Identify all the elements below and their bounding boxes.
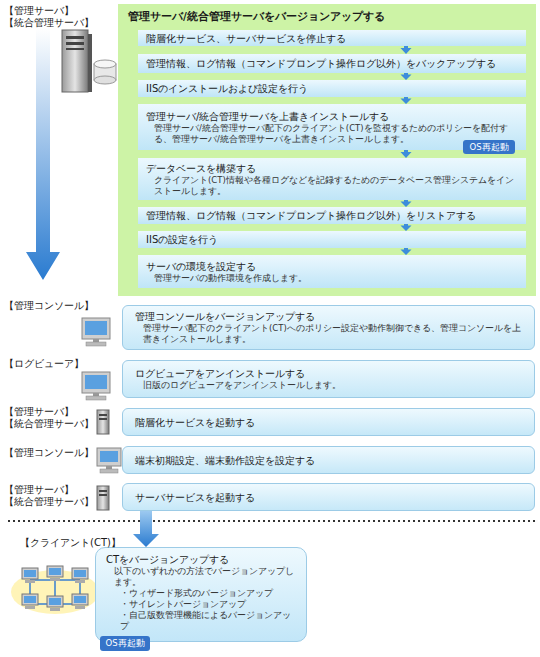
bullet-item: ・自己版数管理機能によるバージョンアップ: [106, 610, 296, 632]
pc-icon: [82, 372, 110, 400]
process-box: 管理サーバ/統合管理サーバを上書きインストールする管理サーバ/統合管理サーバ配下…: [138, 104, 526, 150]
client-network-icon: [11, 566, 99, 614]
process-box: ログビューアをアンインストールする旧版のログビューアをアンインストールします。: [122, 360, 535, 398]
role-label: 【統合管理サーバ】: [4, 496, 94, 508]
role-label: 【管理サーバ】: [4, 5, 74, 17]
process-box: IISの設定を行う: [138, 231, 526, 248]
panel-title: 管理サーバ/統合管理サーバをバージョンアップする: [128, 10, 526, 23]
box-heading: 管理情報、ログ情報（コマンドプロンプト操作ログ以外）をリストアする: [146, 209, 518, 222]
box-heading: ログビューアをアンインストールする: [135, 367, 522, 380]
role-label: 【管理コンソール】: [4, 447, 94, 459]
box-heading: IISの設定を行う: [146, 233, 518, 246]
flow-arrow: [401, 97, 412, 104]
flow-arrow: [401, 200, 412, 207]
badge-text: OS再起動: [105, 638, 144, 649]
process-box: サーバの環境を設定する管理サーバの動作環境を作成します。: [138, 255, 526, 288]
box-body: クライアント(CT)情報や各種ログなどを記録するためのデータベース管理システムを…: [146, 175, 518, 197]
box-body: 以下のいずれかの方法でバージョンアップします。: [106, 566, 296, 588]
box-heading: 階層化サービス、サーバサービスを停止する: [146, 32, 518, 45]
restart-badge: OS再起動: [463, 140, 515, 154]
flow-arrow: [133, 511, 159, 547]
box-heading: 管理コンソールをバージョンアップする: [135, 310, 522, 323]
role-label: 【統合管理サーバ】: [4, 17, 94, 29]
process-box: 管理コンソールをバージョンアップする管理サーバ配下のクライアント(CT)へのポリ…: [122, 305, 535, 350]
box-heading: CTをバージョンアップする: [106, 553, 296, 566]
flow-arrow: [401, 73, 412, 80]
disk-icon: [94, 60, 116, 84]
server-icon: [62, 30, 92, 92]
server-icon: [97, 410, 109, 434]
process-box: 管理情報、ログ情報（コマンドプロンプト操作ログ以外）をバックアップする: [138, 54, 526, 73]
group-panel: 管理サーバ/統合管理サーバをバージョンアップする階層化サービス、サーバサービスを…: [118, 4, 536, 296]
process-box: IISのインストールおよび設定を行う: [138, 80, 526, 97]
process-box: 管理情報、ログ情報（コマンドプロンプト操作ログ以外）をリストアする: [138, 207, 526, 224]
box-body: 旧版のログビューアをアンインストールします。: [135, 380, 522, 391]
client-box: CTをバージョンアップする以下のいずれかの方法でバージョンアップします。・ウィザ…: [95, 547, 307, 642]
role-label: 【管理サーバ】: [4, 406, 74, 418]
box-heading: IISのインストールおよび設定を行う: [146, 82, 518, 95]
flow-arrow: [401, 224, 412, 231]
box-heading: 管理サーバ/統合管理サーバを上書きインストールする: [146, 110, 518, 123]
bullet-item: ・サイレントバージョンアップ: [106, 599, 296, 610]
flow-arrow-graphic: [26, 28, 60, 280]
flow-arrow: [401, 46, 412, 54]
server-icon: [97, 486, 109, 510]
process-box: 階層化サービス、サーバサービスを停止する: [138, 30, 526, 46]
process-box: 端末初期設定、端末動作設定を設定する: [122, 446, 535, 474]
role-label: 【ログビューア】: [4, 358, 84, 370]
badge-text: OS再起動: [469, 142, 508, 153]
box-heading: データベースを構築する: [146, 162, 518, 175]
role-label: 【管理サーバ】: [4, 484, 74, 496]
pc-icon: [82, 318, 110, 346]
box-heading: 端末初期設定、端末動作設定を設定する: [135, 454, 522, 467]
box-heading: サーバの環境を設定する: [146, 260, 518, 273]
role-label: 【クライアント(CT)】: [20, 537, 121, 549]
restart-badge: OS再起動: [100, 636, 150, 651]
box-heading: 階層化サービスを起動する: [135, 416, 522, 429]
box-body: 管理サーバの動作環境を作成します。: [146, 273, 518, 284]
pc-icon: [97, 448, 121, 473]
process-box: サーバサービスを起動する: [122, 483, 535, 511]
box-heading: サーバサービスを起動する: [135, 491, 522, 504]
role-label: 【管理コンソール】: [4, 300, 94, 312]
bullet-item: ・ウィザード形式のバージョンアップ: [106, 588, 296, 599]
box-heading: 管理情報、ログ情報（コマンドプロンプト操作ログ以外）をバックアップする: [146, 57, 518, 70]
flow-arrow: [401, 248, 412, 255]
box-body: 管理サーバ配下のクライアント(CT)へのポリシー設定や動作制御できる、管理コンソ…: [135, 323, 522, 345]
process-box: データベースを構築するクライアント(CT)情報や各種ログなどを記録するためのデー…: [138, 158, 526, 200]
role-label: 【統合管理サーバ】: [4, 418, 94, 430]
separator-line: [8, 520, 536, 522]
flow-arrow: [401, 150, 412, 158]
process-box: 階層化サービスを起動する: [122, 408, 535, 436]
